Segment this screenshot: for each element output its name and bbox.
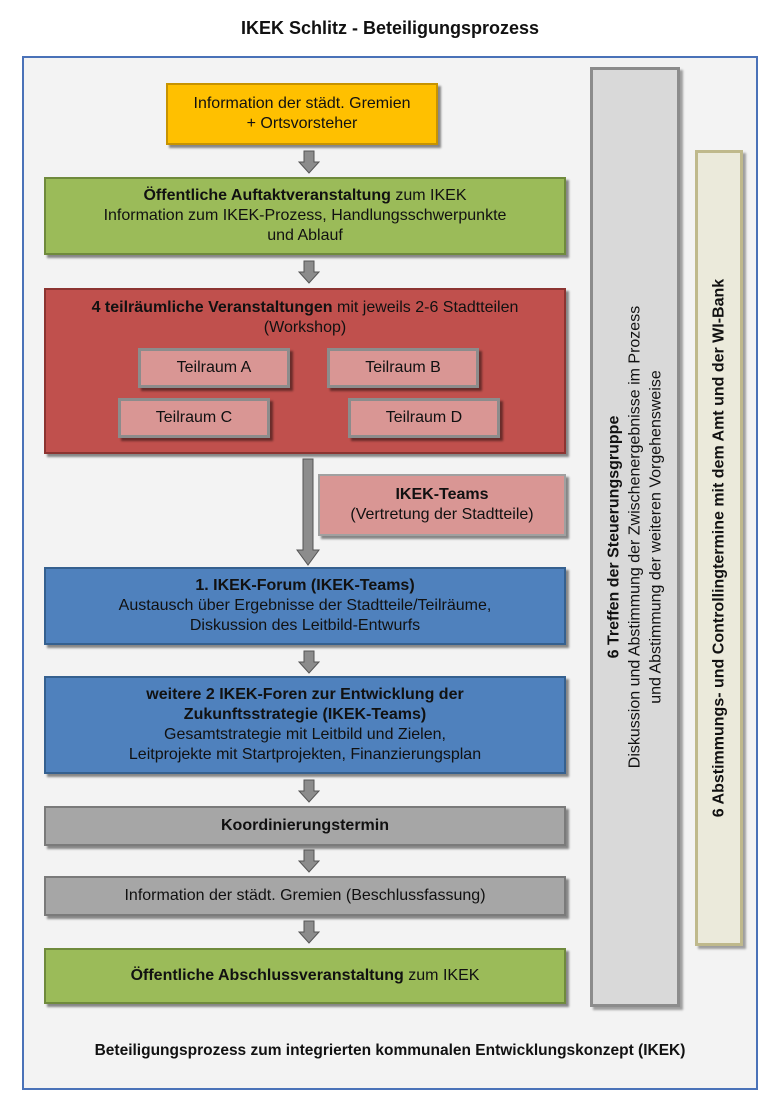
arrow-down-icon bbox=[298, 650, 320, 674]
arrow-down-icon bbox=[298, 260, 320, 284]
forum1-line2: Austausch über Ergebnisse der Stadtteile… bbox=[118, 597, 492, 614]
teilraum-b-box: Teilraum B bbox=[327, 348, 479, 388]
auftakt-box: Öffentliche Auftaktveranstaltung zum IKE… bbox=[44, 177, 566, 255]
teilraum-d-box: Teilraum D bbox=[348, 398, 500, 438]
wibank-bar: 6 Abstimmungs- und Controllingtermine mi… bbox=[695, 150, 743, 946]
arrow-down-icon bbox=[298, 150, 320, 174]
beschluss-label: Information der städt. Gremien (Beschlus… bbox=[124, 887, 486, 904]
steuerungsgruppe-text: 6 Treffen der Steuerungsgruppe Diskussio… bbox=[604, 306, 667, 768]
beschluss-box: Information der städt. Gremien (Beschlus… bbox=[44, 876, 566, 916]
ikek-teams-subtitle: (Vertretung der Stadtteile) bbox=[350, 506, 534, 523]
info-gremien-line1: Information der städt. Gremien bbox=[193, 95, 411, 112]
auftakt-title-rest: zum IKEK bbox=[390, 187, 467, 204]
foren2-box: weitere 2 IKEK-Foren zur Entwicklung der… bbox=[44, 676, 566, 774]
wibank-text: 6 Abstimmungs- und Controllingtermine mi… bbox=[709, 279, 730, 817]
teilraeume-title: 4 teilräumliche Veranstaltungen bbox=[91, 299, 333, 316]
koordinierung-box: Koordinierungstermin bbox=[44, 806, 566, 846]
diagram-title: IKEK Schlitz - Beteiligungsprozess bbox=[240, 18, 540, 38]
foren2-title2: Zukunftsstrategie (IKEK-Teams) bbox=[183, 706, 427, 723]
diagram-footer: Beteiligungsprozess zum integrierten kom… bbox=[94, 1042, 686, 1059]
ikek-teams-box: IKEK-Teams (Vertretung der Stadtteile) bbox=[318, 474, 566, 536]
steuerungsgruppe-title: 6 Treffen der Steuerungsgruppe bbox=[605, 415, 623, 659]
steuerungsgruppe-line2: Diskussion und Abstimmung der Zwischener… bbox=[626, 305, 644, 769]
teilraeume-title-rest: mit jeweils 2-6 Stadtteilen bbox=[332, 299, 519, 316]
wibank-title: 6 Abstimmungs- und Controllingtermine mi… bbox=[710, 278, 728, 818]
arrow-down-icon bbox=[298, 849, 320, 873]
teilraeume-line2: (Workshop) bbox=[263, 319, 347, 336]
auftakt-line3: und Ablauf bbox=[267, 227, 343, 244]
foren2-title1: weitere 2 IKEK-Foren zur Entwicklung der bbox=[146, 686, 464, 703]
forum1-box: 1. IKEK-Forum (IKEK-Teams) Austausch übe… bbox=[44, 567, 566, 645]
steuerungsgruppe-bar: 6 Treffen der Steuerungsgruppe Diskussio… bbox=[590, 67, 680, 1007]
info-gremien-line2: + Ortsvorsteher bbox=[246, 115, 358, 132]
arrow-down-icon bbox=[298, 779, 320, 803]
forum1-line3: Diskussion des Leitbild-Entwurfs bbox=[189, 617, 421, 634]
abschluss-title: Öffentliche Abschlussveranstaltung bbox=[130, 967, 404, 984]
koordinierung-label: Koordinierungstermin bbox=[220, 817, 389, 834]
long-arrow-down-icon bbox=[296, 458, 320, 566]
steuerungsgruppe-line3: und Abstimmung der weiteren Vorgehenswei… bbox=[647, 370, 665, 704]
teilraum-c-box: Teilraum C bbox=[118, 398, 270, 438]
foren2-line3: Gesamtstrategie mit Leitbild und Zielen, bbox=[164, 726, 446, 743]
auftakt-line2: Information zum IKEK-Prozess, Handlungss… bbox=[103, 207, 507, 224]
auftakt-title: Öffentliche Auftaktveranstaltung bbox=[143, 187, 391, 204]
forum1-title: 1. IKEK-Forum (IKEK-Teams) bbox=[195, 577, 415, 594]
ikek-teams-title: IKEK-Teams bbox=[395, 486, 489, 503]
teilraum-a-box: Teilraum A bbox=[138, 348, 290, 388]
abschluss-box: Öffentliche Abschlussveranstaltung zum I… bbox=[44, 948, 566, 1004]
foren2-line4: Leitprojekte mit Startprojekten, Finanzi… bbox=[128, 746, 482, 763]
arrow-down-icon bbox=[298, 920, 320, 944]
abschluss-title-rest: zum IKEK bbox=[403, 967, 480, 984]
info-gremien-box: Information der städt. Gremien + Ortsvor… bbox=[166, 83, 438, 145]
